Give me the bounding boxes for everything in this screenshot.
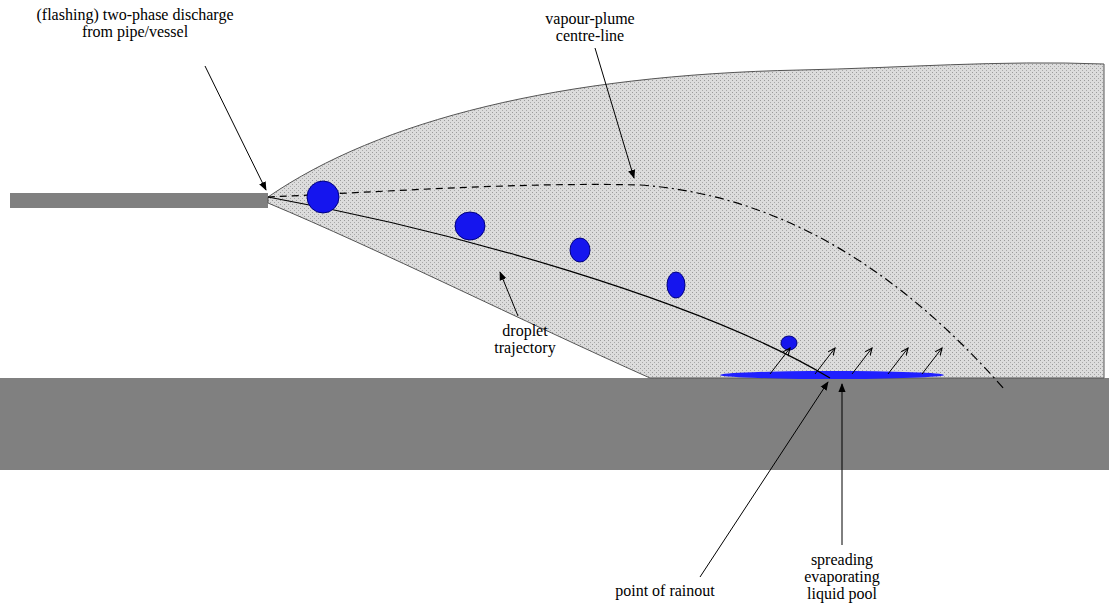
evaporation-arrow [922,348,942,374]
vapour-plume [268,63,1104,378]
droplet [570,238,590,262]
pipe [10,193,268,208]
droplet [307,181,339,213]
evaporation-arrow [852,348,872,374]
discharge-label: (flashing) two-phase discharge from pipe… [20,6,250,40]
droplet [781,336,797,350]
evaporation-arrow [770,348,790,374]
droplet-trajectory [268,197,830,378]
evaporation-arrow [815,348,835,374]
pool-label: spreading evaporating liquid pool [790,551,894,602]
ground [0,378,1109,470]
leader-line [595,48,634,178]
droplet [667,272,685,298]
leader-line [500,272,518,316]
plume-centre-line [640,185,1005,390]
rainout-label: point of rainout [585,582,745,599]
leader-line [842,384,843,545]
leader-line [700,382,828,577]
liquid-pool [720,371,944,379]
evaporation-arrow [888,348,908,374]
leader-line [205,66,266,190]
centre-line-label: vapour-plume centre-line [525,10,655,44]
trajectory-label: droplet trajectory [470,322,580,356]
droplet [455,212,485,240]
